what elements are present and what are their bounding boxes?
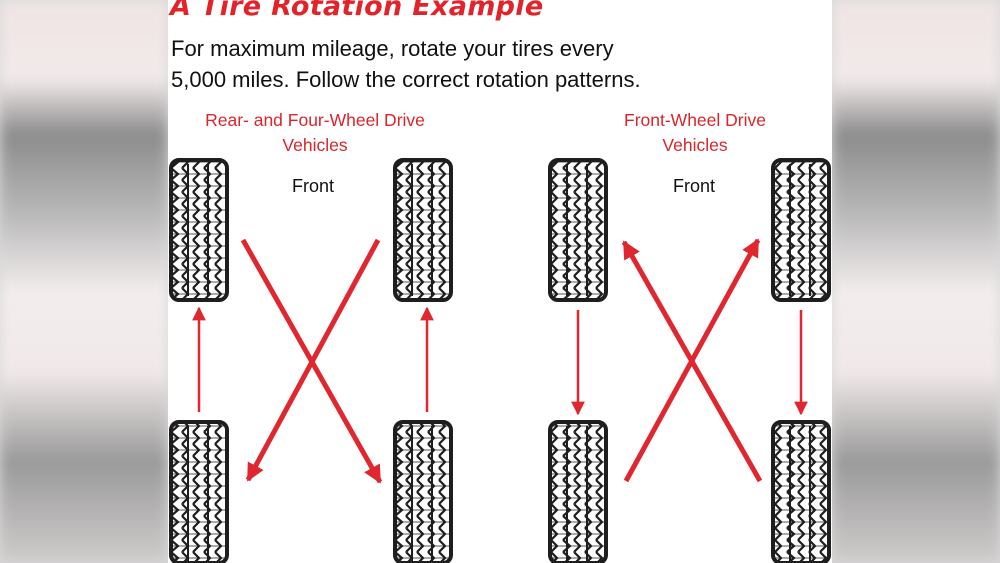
arrow-fwd-cross-to-front-right [623,238,761,483]
tire-rwd-front-left [169,158,229,302]
tire-fwd-rear-left [548,420,608,563]
heading-front-wheel: Front-Wheel Drive Vehicles [580,108,810,158]
tire-fwd-rear-right [771,420,831,563]
subtitle-line-2: 5,000 miles. Follow the correct rotation… [171,67,641,92]
tire-fwd-front-left [548,158,608,302]
blurred-background-left [0,0,168,563]
subtitle-line-1: For maximum mileage, rotate your tires e… [171,36,614,61]
tire-fwd-front-right [771,158,831,302]
heading-rear-four-wheel: Rear- and Four-Wheel Drive Vehicles [180,108,450,158]
rotation-diagram [169,158,831,563]
heading-front-wheel-line-1: Front-Wheel Drive [624,110,766,130]
heading-front-wheel-line-2: Vehicles [662,135,728,155]
tire-rwd-rear-left [169,420,229,563]
subtitle: For maximum mileage, rotate your tires e… [171,33,811,95]
arrow-rwd-cross-to-rear-left [245,238,381,482]
blurred-background-right [832,0,1000,563]
tire-rwd-rear-right [393,420,453,563]
front-label-front-wheel: Front [672,176,715,196]
heading-rear-four-wheel-line-1: Rear- and Four-Wheel Drive [205,110,425,130]
heading-rear-four-wheel-line-2: Vehicles [282,135,348,155]
front-label-rear-four-wheel: Front [291,176,334,196]
page-title: A Tire Rotation Example [170,0,544,22]
tire-rwd-front-right [393,158,453,302]
tire-rotation-panel: A Tire Rotation Example For maximum mile… [168,0,832,563]
